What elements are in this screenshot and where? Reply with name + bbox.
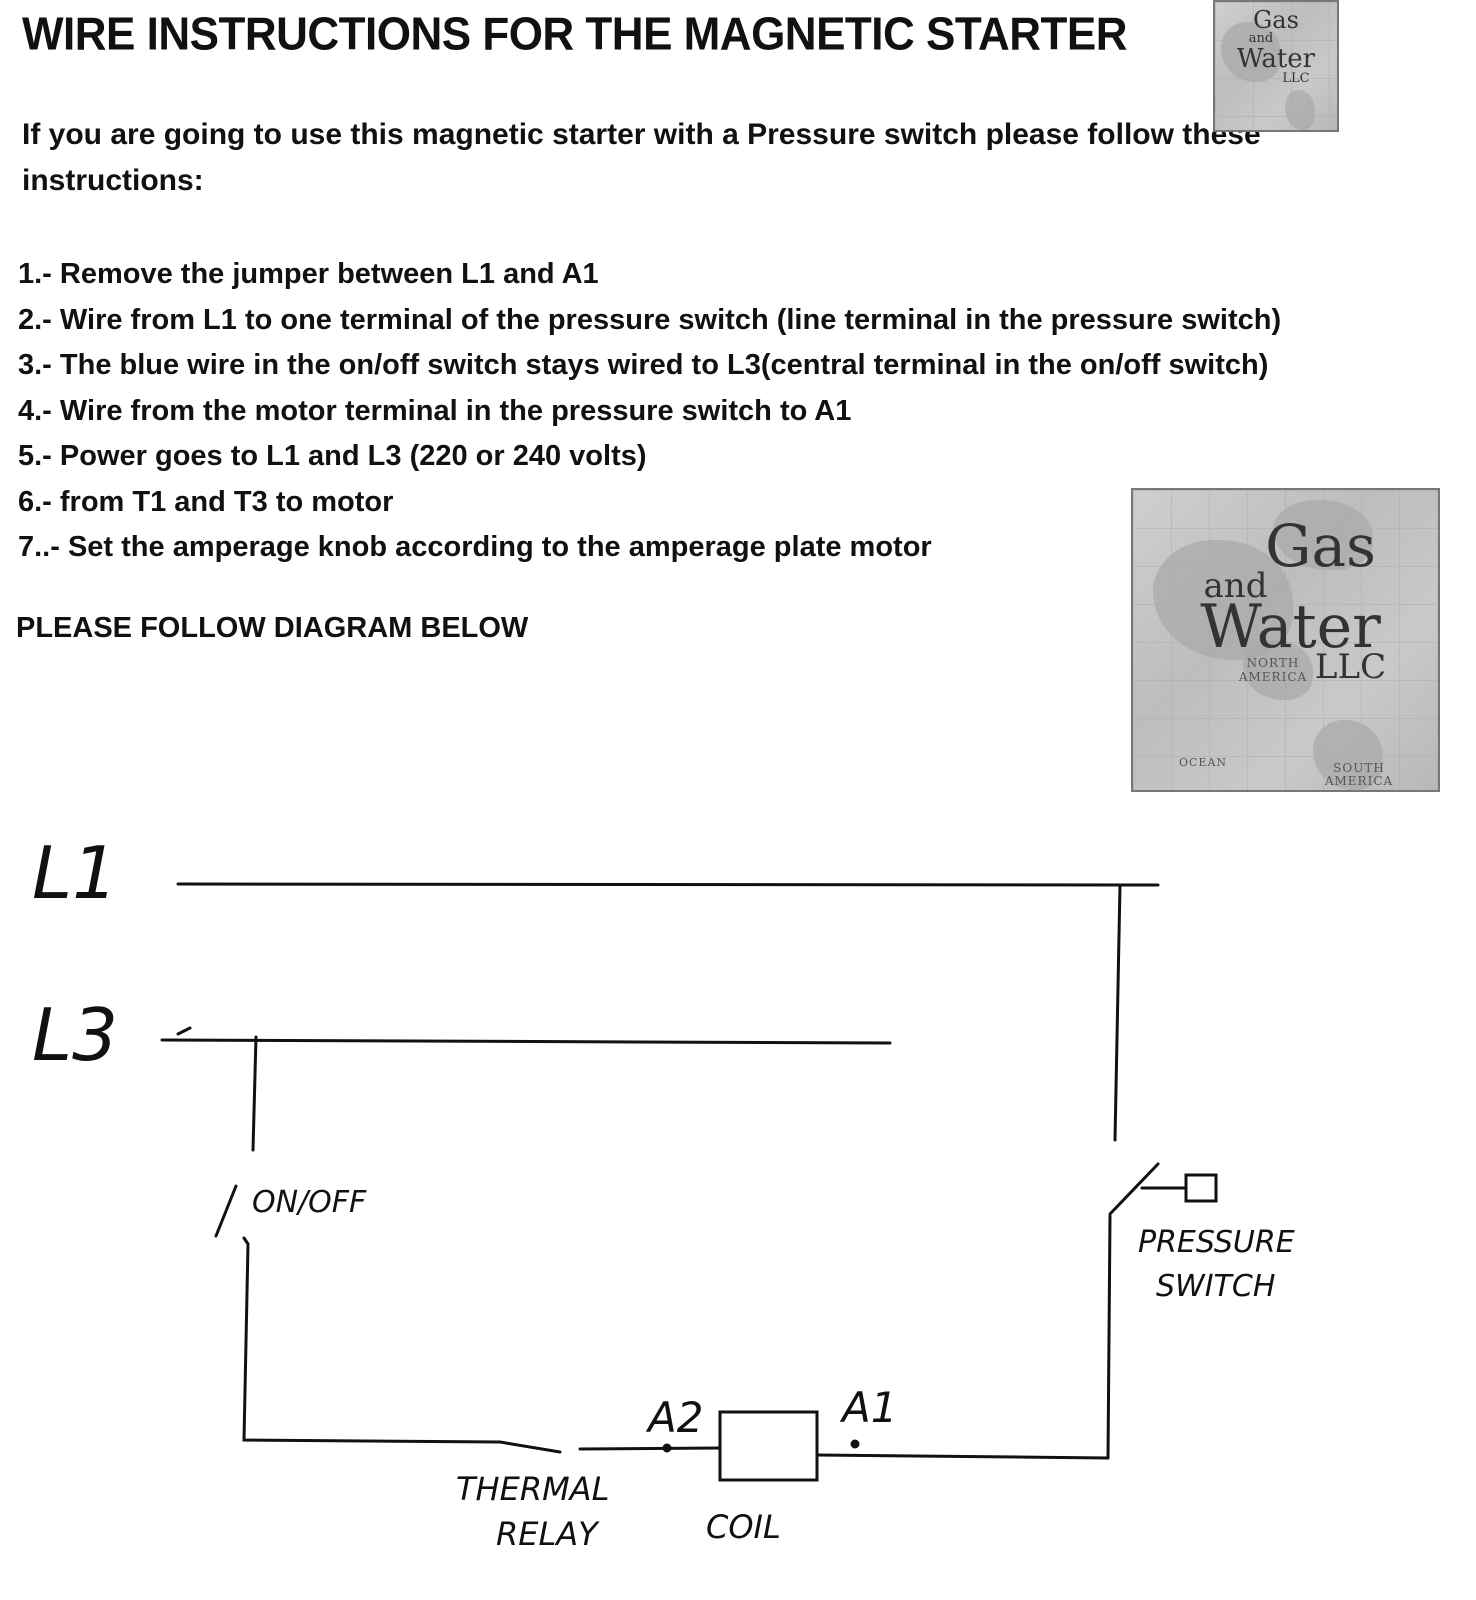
diagram-labels: L1 L3 ON/OFF PRESSURE SWITCH A2 A1 THERM… [32,831,1295,1553]
logo-text-water: Water [1236,44,1316,74]
label-a1: A1 [839,1383,897,1432]
logo-text-and: and [1248,31,1274,46]
step-item: 5.- Power goes to L1 and L3 (220 or 240 … [18,440,647,472]
terminal-a1 [850,1439,860,1449]
wire-pressure-switch-lead [1106,1214,1112,1460]
wire-onoff-to-thermal [242,1236,502,1444]
label-coil: COIL [706,1508,781,1546]
step-item: 6.- from T1 and T3 to motor [18,485,394,518]
page-title: WIRE INSTRUCTIONS FOR THE MAGNETIC START… [22,8,1128,60]
wire-thermal-to-a2 [578,1446,722,1451]
logo-text-and: and [1203,566,1268,606]
logo-text-water: Water [1200,592,1381,662]
wire-a1-to-pressure-switch [815,1453,1110,1460]
label-switch: SWITCH [1156,1269,1275,1304]
wire-l1 [176,882,1160,887]
onoff-switch-blade [214,1184,238,1238]
logo-text-llc: LLC [1314,647,1387,687]
intro-paragraph: If you are going to use this magnetic st… [22,118,1261,197]
pressure-switch-actuator [1184,1173,1218,1203]
label-relay: RELAY [496,1515,600,1553]
map-label-south-america: SOUTH AMERICA [1324,761,1394,788]
coil-box [718,1410,819,1482]
company-logo-large: Gas and Water LLC NORTH AMERICA SOUTH AM… [1131,488,1440,792]
step-item: 4.- Wire from the motor terminal in the … [18,394,852,427]
step-item: 3.- The blue wire in the on/off switch s… [18,349,1269,381]
pressure-switch-blade [1108,1162,1160,1216]
company-logo-small: Gas and Water LLC [1213,0,1339,132]
follow-diagram-note: PLEASE FOLLOW DIAGRAM BELOW [16,612,529,644]
wire-lines [160,882,1218,1482]
map-label-ocean: OCEAN [1179,756,1228,769]
step-item: 1.- Remove the jumper between L1 and A1 [18,258,599,290]
logo-text-gas: Gas [1253,6,1299,34]
map-label-north-america: NORTH AMERICA [1238,656,1308,684]
label-a2: A2 [645,1393,703,1442]
terminal-a2 [662,1443,672,1453]
label-thermal: THERMAL [456,1470,609,1508]
wire-l3 [160,1038,892,1045]
wire-l3-tick [176,1026,192,1036]
step-item: 7..- Set the amperage knob according to … [18,531,932,563]
wire-l1-to-pressure-switch [1113,883,1122,1142]
label-l3: L3 [32,993,118,1077]
thermal-relay-contact [498,1440,562,1454]
label-onoff: ON/OFF [252,1185,367,1220]
wire-l3-to-onoff [251,1035,258,1152]
logo-text-llc: LLC [1282,71,1310,86]
step-item: 2.- Wire from L1 to one terminal of the … [18,303,1282,336]
instruction-steps: 1.- Remove the jumper between L1 and A1 … [18,252,1281,571]
logo-text-gas: Gas [1265,512,1376,580]
label-pressure: PRESSURE [1138,1225,1295,1260]
label-l1: L1 [32,831,118,915]
